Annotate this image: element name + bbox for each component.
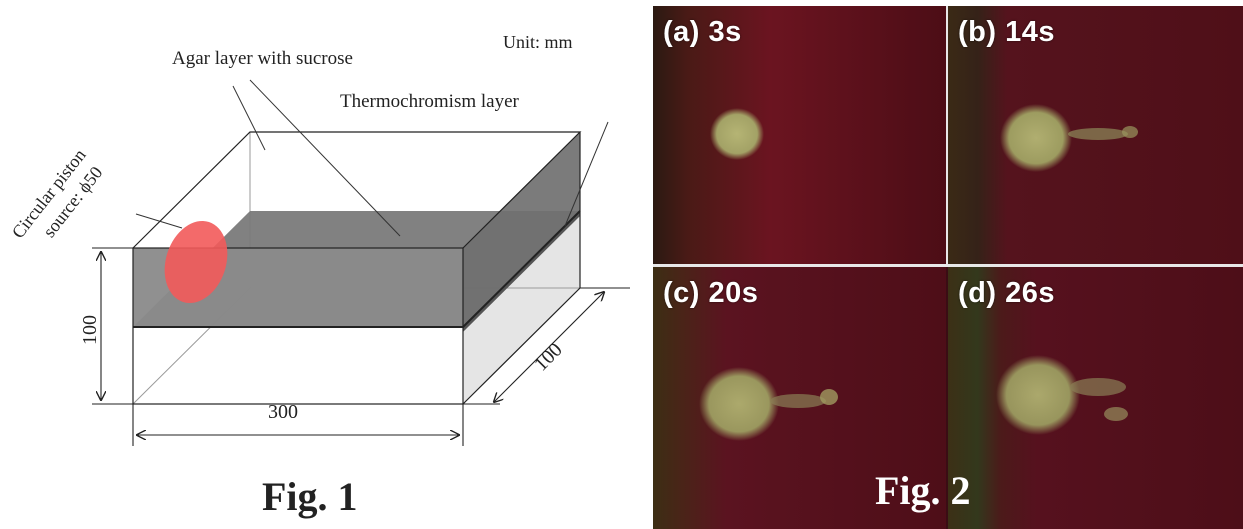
figure-2-caption: Fig. 2 [875, 468, 971, 513]
panel-d-label: (d) 26s [958, 277, 1055, 309]
panel-c-label: (c) 20s [663, 277, 759, 309]
panel-d-photo [948, 267, 1243, 529]
thermo-right-shade [463, 132, 580, 327]
panel-b: (b) 14s [948, 6, 1243, 264]
thermal-streak-c [770, 394, 826, 408]
dim-length [132, 404, 464, 446]
leader-lines [135, 79, 609, 237]
dim-depth [463, 287, 630, 405]
thermal-spot-d [996, 355, 1080, 435]
thermochromism-label: Thermochromism layer [340, 91, 520, 112]
unit-label: Unit: mm [503, 32, 573, 52]
layer-side-edge [462, 210, 581, 328]
agar-layer-label: Agar layer with sucrose [172, 48, 353, 69]
panel-a-label: (a) 3s [663, 16, 742, 48]
source-label-group: Circular piston source: ϕ50 [8, 145, 107, 242]
vertical-divider [946, 6, 948, 264]
thermal-spot-b [1000, 104, 1072, 172]
thermal-spot-a [710, 108, 764, 160]
dim-height-label: 100 [79, 315, 101, 345]
dim-length-label: 300 [268, 401, 298, 423]
circular-piston-source [164, 220, 228, 304]
panel-c: (c) 20s [653, 267, 946, 529]
thermal-dot-d [1104, 407, 1128, 421]
panel-d: (d) 26s [948, 267, 1243, 529]
horizontal-divider [653, 264, 1243, 267]
thermal-streak-b [1068, 128, 1128, 140]
thermal-spot-c [699, 367, 779, 441]
thermal-dot-b [1122, 126, 1138, 138]
panel-c-photo [653, 267, 946, 529]
figure-2-photo-grid: (a) 3s (b) 14s [653, 6, 1243, 529]
figure-1-diagram: 100 300 100 Agar layer with sucrose Unit… [8, 32, 630, 519]
dim-depth-label: 100 [530, 339, 567, 376]
panel-a: (a) 3s [653, 6, 946, 264]
panel-b-photo [948, 6, 1243, 264]
panel-a-photo [653, 6, 946, 264]
thermal-streak-d [1070, 378, 1126, 396]
thermal-dot-c [820, 389, 838, 405]
figure-1-svg: 100 300 100 Agar layer with sucrose Unit… [8, 32, 630, 519]
dim-height [92, 247, 133, 405]
panel-b-label: (b) 14s [958, 16, 1055, 48]
figure-1-caption: Fig. 1 [262, 474, 358, 519]
